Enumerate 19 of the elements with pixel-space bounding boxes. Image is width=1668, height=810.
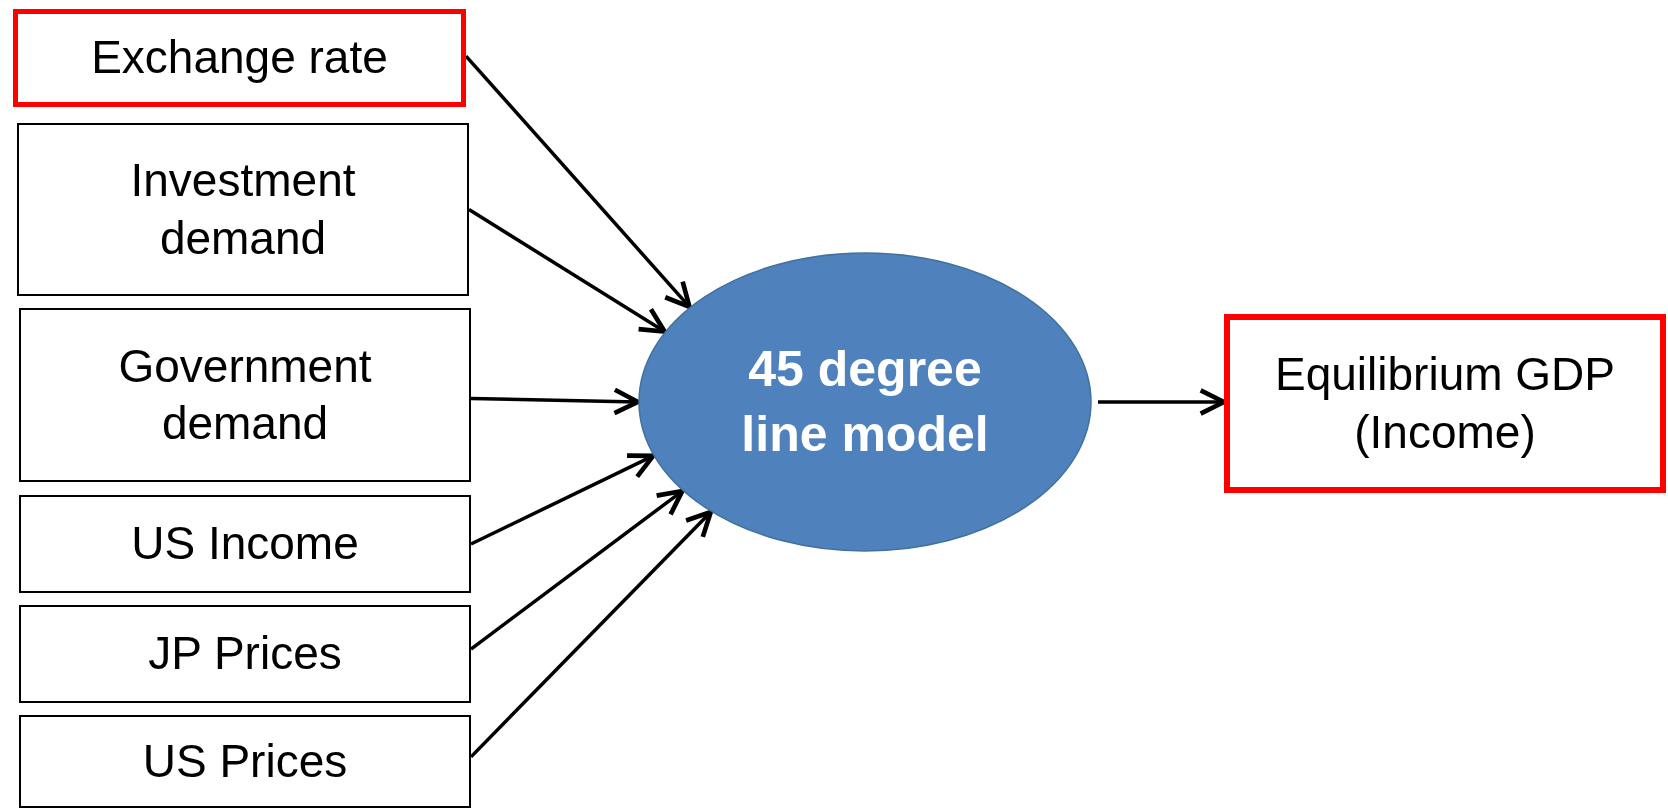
variable-label: JP Prices [148, 626, 342, 682]
model-ellipse [638, 252, 1092, 552]
variable-label: Equilibrium GDP (Income) [1274, 347, 1616, 460]
variable-label: Exchange rate [91, 30, 388, 86]
variable-box [19, 495, 471, 593]
variable-label: Government demand [117, 338, 373, 451]
arrow [468, 208, 667, 334]
variable-box [1224, 314, 1666, 493]
variable-box [13, 9, 466, 107]
variable-box [17, 123, 469, 296]
variable-box [19, 715, 471, 808]
arrow [470, 453, 656, 546]
variable-box [19, 308, 471, 482]
variable-label: US Prices [142, 733, 348, 789]
variable-label: US Income [131, 516, 359, 572]
variable-label: Investment demand [129, 153, 357, 266]
arrow [464, 54, 692, 310]
model-label: 45 degree line model [740, 340, 990, 464]
variable-box [19, 605, 471, 703]
